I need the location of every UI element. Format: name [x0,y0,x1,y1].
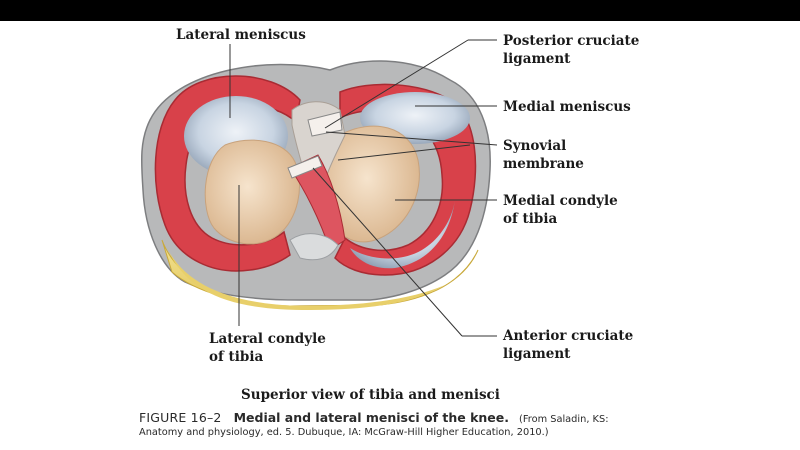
figure-caption: FIGURE 16–2 Medial and lateral menisci of… [139,410,609,438]
leader-synovial-membrane [325,131,498,146]
label-posterior-cruciate-line2: ligament [503,51,571,67]
label-medial-meniscus: Medial meniscus [503,98,631,116]
figure-source-line1: (From Saladin, KS: [519,414,609,425]
label-synovial-line2: membrane [503,156,584,172]
label-lateral-meniscus: Lateral meniscus [176,26,306,44]
label-medial-condyle-line2: of tibia [503,211,558,227]
figure-title: Medial and lateral menisci of the knee. [233,410,510,425]
label-lateral-condyle-line2: of tibia [209,349,264,365]
figure-source-line2: Anatomy and physiology, ed. 5. Dubuque, … [139,427,549,438]
label-synovial-line1: Synovial [503,138,567,154]
label-posterior-cruciate-line1: Posterior cruciate [503,33,640,49]
label-medial-condyle-line1: Medial condyle [503,193,618,209]
label-posterior-cruciate-ligament: Posterior cruciate ligament [503,32,639,68]
label-anterior-cruciate-line1: Anterior cruciate [503,328,634,344]
label-synovial-membrane: Synovial membrane [503,137,584,173]
caption-line1: FIGURE 16–2 Medial and lateral menisci of… [139,410,609,425]
label-anterior-cruciate-ligament: Anterior cruciate ligament [503,327,633,363]
label-lateral-condyle: Lateral condyle of tibia [209,330,326,366]
diagram-subtitle: Superior view of tibia and menisci [241,387,500,403]
label-lateral-meniscus-line1: Lateral meniscus [176,27,306,43]
figure-number: FIGURE 16–2 [139,410,222,425]
label-medial-condyle: Medial condyle of tibia [503,192,618,228]
label-lateral-condyle-line1: Lateral condyle [209,331,326,347]
label-medial-meniscus-line1: Medial meniscus [503,99,631,115]
lateral-condyle-shape [204,139,301,245]
label-anterior-cruciate-line2: ligament [503,346,571,362]
top-black-bar [0,0,800,21]
posterior-cruciate-ligament-shape [307,111,343,137]
anterior-cruciate-ligament-shape [289,154,346,251]
